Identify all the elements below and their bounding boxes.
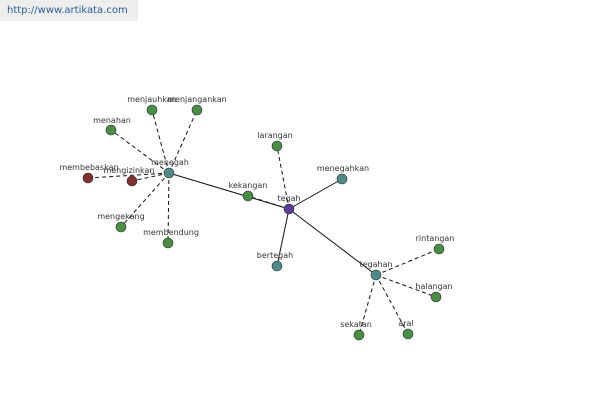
- node-dot[interactable]: [283, 203, 295, 215]
- node-dot[interactable]: [191, 104, 203, 116]
- edge-tegah-bertegah: [276, 208, 290, 267]
- node-aral[interactable]: aral: [398, 319, 414, 340]
- node-label: menjauhkan: [127, 95, 177, 104]
- node-dot[interactable]: [430, 291, 442, 303]
- node-label: mengizinkan: [103, 166, 154, 175]
- node-label: aral: [398, 319, 413, 328]
- node-label: bertegah: [257, 251, 293, 260]
- node-label: larangan: [257, 131, 292, 140]
- edge-tegah-larangan: [276, 145, 290, 210]
- node-label: mengekang: [97, 212, 144, 221]
- node-dot[interactable]: [271, 140, 283, 152]
- node-dot[interactable]: [126, 175, 138, 187]
- node-dot[interactable]: [162, 237, 174, 249]
- node-mengizinkan[interactable]: mengizinkan: [103, 166, 155, 187]
- node-membebaskan[interactable]: membebaskan: [59, 163, 119, 184]
- node-tegah[interactable]: tegah: [277, 194, 301, 215]
- site-url-link[interactable]: http://www.artikata.com: [7, 5, 128, 16]
- edge-tegah-menegah: [168, 172, 290, 210]
- node-dot[interactable]: [433, 243, 445, 255]
- node-label: tegah: [277, 194, 300, 203]
- edge-tegah-menegahkan: [288, 178, 343, 210]
- node-dot[interactable]: [163, 167, 175, 179]
- node-kekangan[interactable]: kekangan: [229, 181, 268, 202]
- edge-tegahan-sekatan: [358, 274, 377, 336]
- node-label: menahan: [93, 116, 131, 125]
- node-dot[interactable]: [271, 260, 283, 272]
- node-dot[interactable]: [242, 190, 254, 202]
- edge-tegah-tegahan: [288, 208, 377, 276]
- node-larangan[interactable]: larangan: [257, 131, 293, 152]
- edge-tegahan-halangan: [375, 274, 437, 298]
- node-label: menegahkan: [317, 164, 369, 173]
- node-label: membebaskan: [59, 163, 118, 172]
- edge-tegah-kekangan: [247, 195, 290, 210]
- node-dot[interactable]: [82, 172, 94, 184]
- node-menjangankan[interactable]: menjangankan: [167, 95, 227, 116]
- node-tegahan[interactable]: tegahan: [359, 260, 393, 281]
- node-rintangan[interactable]: rintangan: [416, 234, 455, 255]
- edge-menegah-menjauhkan: [151, 109, 170, 174]
- edge-tegahan-rintangan: [375, 248, 440, 276]
- edge-menegah-menjangankan: [168, 109, 198, 174]
- node-membendung[interactable]: membendung: [143, 228, 199, 249]
- node-dot[interactable]: [105, 124, 117, 136]
- node-label: sekatan: [340, 320, 372, 329]
- url-banner: http://www.artikata.com: [0, 0, 138, 21]
- node-dot[interactable]: [370, 269, 382, 281]
- graph-nodes: tegah menegah tegahan menegahkan kekangan lar…: [59, 95, 455, 341]
- node-dot[interactable]: [402, 328, 414, 340]
- node-label: halangan: [415, 282, 452, 291]
- node-halangan[interactable]: halangan: [415, 282, 453, 303]
- graph-edges: [87, 109, 440, 336]
- edge-menegah-membendung: [167, 172, 170, 244]
- node-label: menegah: [151, 158, 189, 167]
- node-sekatan[interactable]: sekatan: [340, 320, 372, 341]
- node-dot[interactable]: [336, 173, 348, 185]
- node-label: kekangan: [229, 181, 268, 190]
- node-bertegah[interactable]: bertegah: [257, 251, 293, 272]
- node-menjauhkan[interactable]: menjauhkan: [127, 95, 177, 116]
- node-dot[interactable]: [353, 329, 365, 341]
- edge-menegah-mengizinkan: [131, 172, 170, 182]
- node-menegah[interactable]: menegah: [151, 158, 189, 179]
- node-dot[interactable]: [115, 221, 127, 233]
- node-label: menjangankan: [167, 95, 227, 104]
- edge-menegah-mengekang: [120, 172, 170, 228]
- node-dot[interactable]: [146, 104, 158, 116]
- node-menahan[interactable]: menahan: [93, 116, 131, 136]
- node-menegahkan[interactable]: menegahkan: [317, 164, 369, 185]
- edge-menegah-menahan: [110, 129, 170, 174]
- node-mengekang[interactable]: mengekang: [97, 212, 145, 233]
- node-label: membendung: [143, 228, 199, 237]
- node-label: rintangan: [416, 234, 455, 243]
- node-label: tegahan: [359, 260, 392, 269]
